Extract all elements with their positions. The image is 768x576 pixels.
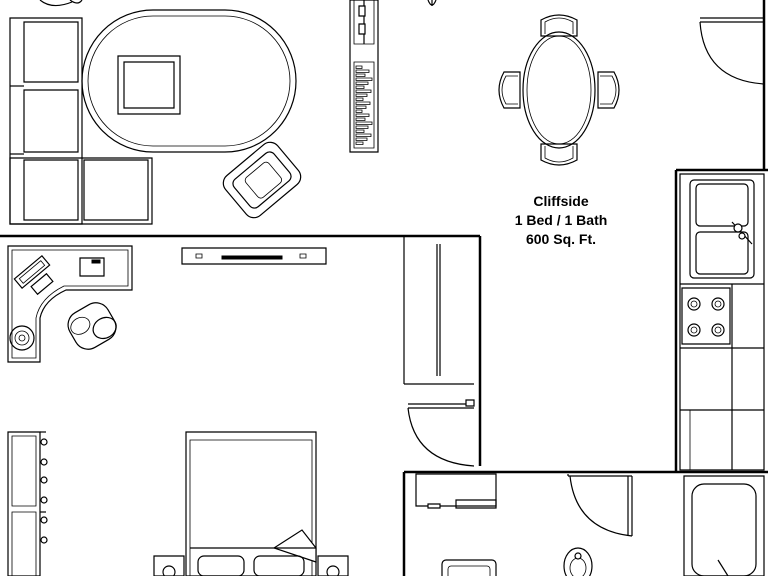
- bookshelf: [350, 0, 378, 152]
- book-spine: [356, 138, 367, 141]
- bath-mat-edge: [718, 560, 728, 576]
- book-spine: [356, 114, 369, 117]
- bathroom-sink: [442, 560, 496, 576]
- dresser: [8, 432, 47, 576]
- book-spine: [356, 94, 367, 97]
- armchair: [219, 138, 305, 222]
- plant-fragment-2: [428, 0, 436, 6]
- book-spine: [356, 126, 368, 129]
- book-spine: [356, 70, 369, 73]
- dining-table: [523, 32, 595, 148]
- book-spine: [356, 134, 371, 137]
- bathroom-vanity: [416, 474, 496, 508]
- book-spine: [356, 74, 365, 77]
- plan-title-block: Cliffside 1 Bed / 1 Bath 600 Sq. Ft.: [488, 192, 634, 249]
- plant-fragment: [40, 0, 82, 6]
- book-spine: [356, 78, 372, 81]
- bed: [154, 432, 348, 576]
- bedroom-closet: [404, 236, 474, 384]
- book-spine: [356, 110, 362, 113]
- bookshelf-books: [356, 66, 372, 145]
- dining-chair-right: [598, 72, 619, 108]
- kitchen-counter: [680, 174, 764, 470]
- plan-name: Cliffside: [533, 193, 589, 209]
- book-spine: [356, 130, 364, 133]
- stove: [682, 288, 730, 344]
- kitchen-sink: [690, 180, 754, 278]
- toilet: [564, 548, 592, 576]
- bedroom-door: [408, 400, 474, 466]
- book-spine: [356, 122, 372, 125]
- book-spine: [356, 86, 364, 89]
- tv-stand: [182, 248, 326, 264]
- office-chair: [63, 298, 121, 355]
- book-spine: [356, 98, 363, 101]
- plan-bed-bath: 1 Bed / 1 Bath: [514, 212, 608, 228]
- bathtub: [684, 476, 764, 576]
- book-spine: [356, 90, 371, 93]
- book-spine: [356, 106, 366, 109]
- book-spine: [356, 118, 365, 121]
- book-spine: [356, 102, 370, 105]
- plan-area: 600 Sq. Ft.: [525, 231, 597, 247]
- book-spine: [356, 142, 363, 145]
- area-rug: [82, 10, 296, 152]
- entry-door: [700, 18, 764, 84]
- dining-chair-bottom: [541, 144, 577, 165]
- office-desk: [8, 246, 132, 362]
- book-spine: [356, 66, 362, 69]
- bathroom-door: [568, 474, 632, 536]
- sectional-sofa: [10, 18, 152, 224]
- dining-chair-top: [541, 15, 577, 36]
- dining-chair-left: [499, 72, 520, 108]
- book-spine: [356, 82, 368, 85]
